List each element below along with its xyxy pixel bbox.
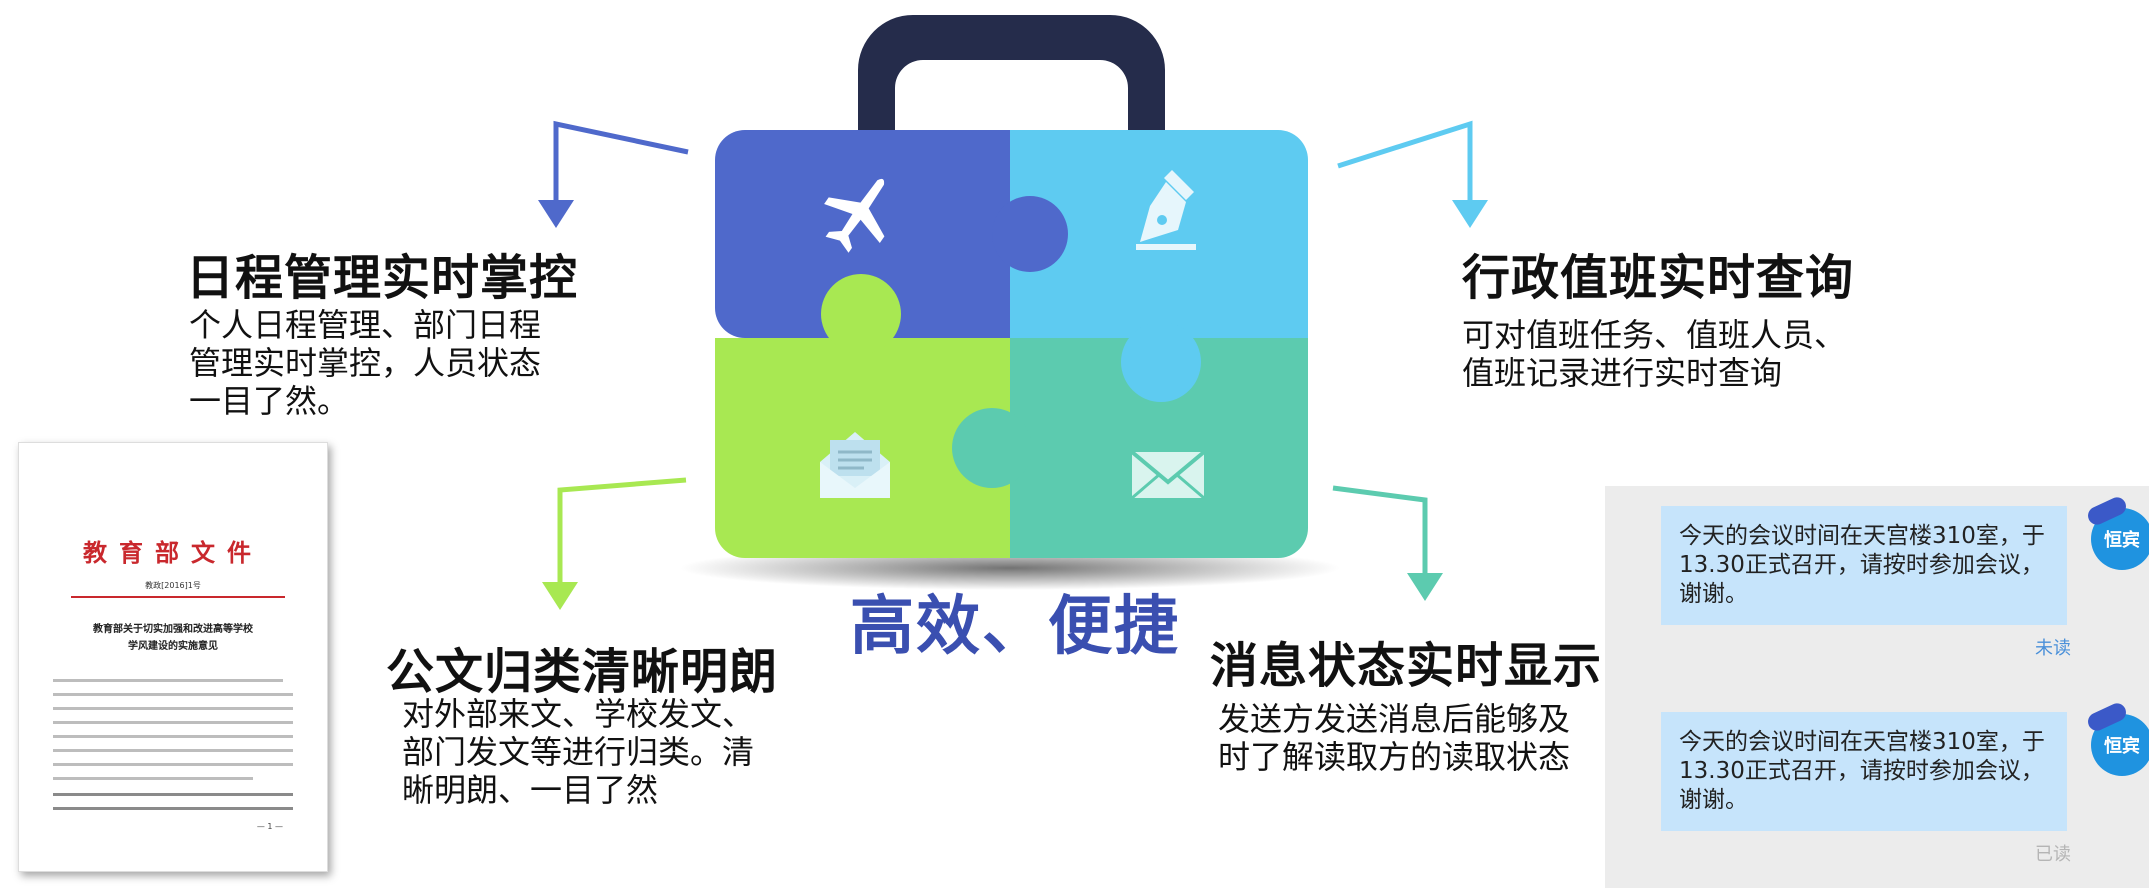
puzzle-knob-teal bbox=[952, 408, 1032, 488]
arrow-messages bbox=[1332, 485, 1443, 601]
document-text-line bbox=[53, 763, 293, 766]
document-text-line bbox=[53, 693, 293, 696]
document-red-rule bbox=[71, 596, 285, 598]
feature-documents-desc-line: 对外部来文、学校发文、 bbox=[402, 695, 755, 733]
document-text-line bbox=[53, 707, 293, 710]
feature-schedule-desc-line: 管理实时掌控，人员状态 bbox=[189, 344, 542, 382]
document-text-line bbox=[53, 777, 253, 780]
document-number: 教政[2016]1号 bbox=[145, 581, 201, 590]
briefcase-handle bbox=[858, 15, 1165, 135]
feature-messages-title: 消息状态实时显示 bbox=[1210, 638, 1603, 694]
feature-messages-desc: 发送方发送消息后能够及 时了解读取方的读取状态 bbox=[1218, 700, 1570, 776]
document-thumbnail: 教育部文件 教政[2016]1号 教育部关于切实加强和改进高等学校 学风建设的实… bbox=[18, 442, 328, 872]
feature-documents-title: 公文归类清晰明朗 bbox=[386, 644, 779, 700]
document-text-line bbox=[53, 679, 283, 682]
document-text-line bbox=[53, 735, 293, 738]
chat-bubble: 今天的会议时间在天宫楼310室，于13.30正式召开，请按时参加会议，谢谢。 bbox=[1661, 712, 2067, 831]
document-text-line bbox=[53, 807, 293, 810]
feature-messages-desc-line: 时了解读取方的读取状态 bbox=[1218, 738, 1571, 776]
pen-nib-icon bbox=[1136, 170, 1196, 250]
feature-documents-desc-line: 晰明朗、一目了然 bbox=[402, 771, 659, 809]
document-page-number: — 1 — bbox=[256, 822, 283, 831]
document-title: 教育部关于切实加强和改进高等学校 学风建设的实施意见 bbox=[49, 621, 297, 655]
feature-duty-desc: 可对值班任务、值班人员、 值班记录进行实时查询 bbox=[1462, 316, 1846, 392]
envelope-icon bbox=[1130, 450, 1206, 500]
document-header: 教育部文件 bbox=[83, 538, 263, 567]
feature-duty-desc-line: 可对值班任务、值班人员、 bbox=[1462, 316, 1847, 354]
feature-schedule-desc-line: 一目了然。 bbox=[189, 382, 350, 420]
document-text-line bbox=[53, 721, 293, 724]
arrow-documents bbox=[542, 477, 687, 610]
feature-documents-desc: 对外部来文、学校发文、 部门发文等进行归类。清 晰明朗、一目了然 bbox=[402, 695, 754, 809]
puzzle-piece-teal bbox=[1010, 338, 1308, 558]
feature-schedule-desc: 个人日程管理、部门日程 管理实时掌控，人员状态 一目了然。 bbox=[189, 306, 541, 420]
arrow-schedule bbox=[538, 120, 689, 228]
feature-duty-desc-line: 值班记录进行实时查询 bbox=[1462, 354, 1783, 392]
feature-schedule-title: 日程管理实时掌控 bbox=[186, 250, 579, 306]
airplane-icon bbox=[824, 178, 885, 253]
feature-messages-desc-line: 发送方发送消息后能够及 bbox=[1218, 700, 1571, 738]
chat-panel: 今天的会议时间在天宫楼310室，于13.30正式召开，请按时参加会议，谢谢。 未… bbox=[1605, 486, 2149, 888]
puzzle-knob-cyan bbox=[1121, 322, 1201, 402]
message-status-unread: 未读 bbox=[2035, 638, 2071, 659]
document-title-line: 教育部关于切实加强和改进高等学校 bbox=[93, 624, 253, 635]
document-text-line bbox=[53, 749, 293, 752]
document-text-line bbox=[53, 793, 293, 796]
chat-bubble: 今天的会议时间在天宫楼310室，于13.30正式召开，请按时参加会议，谢谢。 bbox=[1661, 506, 2067, 625]
center-slogan: 高效、便捷 bbox=[850, 590, 1180, 664]
arrow-duty bbox=[1337, 120, 1488, 228]
feature-duty-title: 行政值班实时查询 bbox=[1462, 250, 1855, 306]
document-title-line: 学风建设的实施意见 bbox=[128, 641, 218, 652]
feature-documents-desc-line: 部门发文等进行归类。清 bbox=[402, 733, 755, 771]
open-envelope-icon bbox=[820, 432, 890, 498]
puzzle-knob-green bbox=[821, 274, 901, 354]
message-status-read: 已读 bbox=[2035, 844, 2071, 865]
feature-schedule-desc-line: 个人日程管理、部门日程 bbox=[189, 306, 542, 344]
puzzle-piece-blue bbox=[715, 130, 1010, 338]
puzzle-knob-blue bbox=[992, 196, 1068, 272]
